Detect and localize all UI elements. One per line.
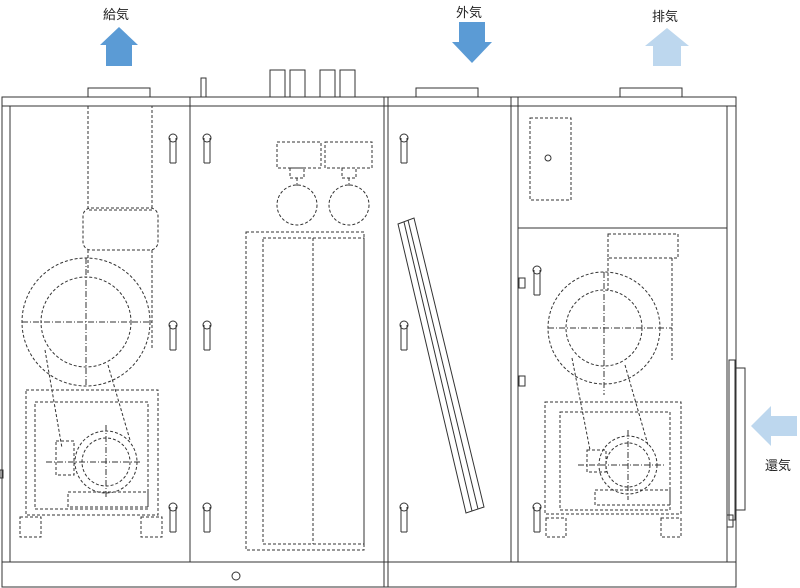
return-air-label: 還気 [765,459,792,474]
door-handle-icon [202,502,212,533]
door-handle-icon [202,320,212,351]
top-connectors [87,69,683,98]
door-handle-icon [168,320,178,351]
door-handle-icon [399,133,409,164]
heat-exchanger [397,217,485,514]
door-handle-icon [202,133,212,164]
exhaust-fan-section [529,117,682,538]
door-handle-icon [168,502,178,533]
door-handle-icon [532,502,542,533]
exhaust-air-arrow [645,28,689,66]
supply-air-label: 給気 [103,8,130,23]
unit-casing [0,96,746,588]
coil-section [245,141,373,551]
door-handle-icon [399,502,409,533]
supply-air-arrow [100,27,138,66]
supply-fan-section [19,106,163,538]
outside-air-label: 外気 [456,6,483,21]
door-handles [168,133,542,533]
return-air-arrow [751,406,797,446]
door-handle-icon [399,320,409,351]
door-handle-icon [532,265,542,296]
exhaust-air-label: 排気 [652,10,679,25]
outside-air-arrow [452,22,492,63]
door-handle-icon [168,133,178,164]
